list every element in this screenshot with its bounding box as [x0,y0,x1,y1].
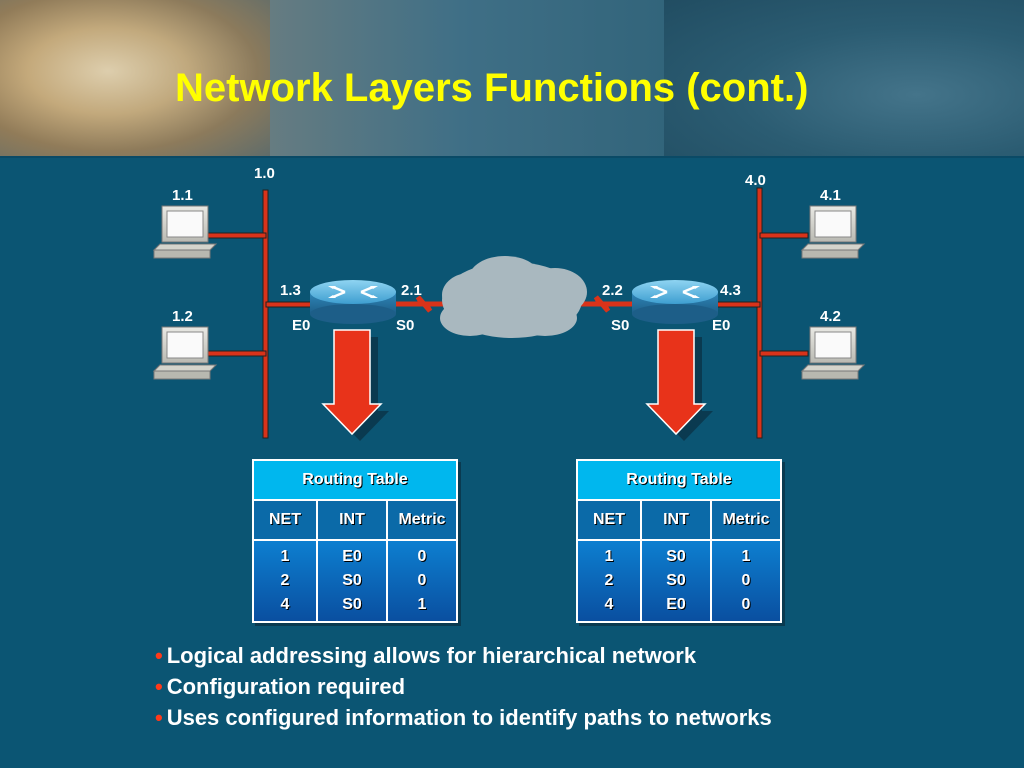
left-ethernet-segment [207,189,313,439]
routing-table-left: Routing Table NET 1 2 4 INT E0 S0 S0 Met… [252,459,458,623]
slide-title: Network Layers Functions (cont.) [175,66,809,110]
table-cell: 0 [417,548,427,565]
routing-table-title: Routing Table [578,461,780,499]
header-banner: Network Layers Functions (cont.) [0,0,1024,158]
right-ethernet-segment [714,187,809,439]
column-header-int: INT [642,501,710,539]
table-cell: E0 [342,548,362,565]
column-body-metric: 1 0 0 [712,541,780,621]
left-router-icon [310,280,396,324]
bullet-icon: • [155,643,163,668]
column-header-net: NET [254,501,316,539]
column-header-metric: Metric [712,501,780,539]
router-right-s-addr: 2.2 [602,282,623,299]
host-label-1-1: 1.1 [172,187,193,204]
right-router-icon [632,280,718,324]
table-cell: 2 [604,572,614,589]
table-cell: 1 [280,548,290,565]
table-cell: 1 [741,548,751,565]
column-metric: Metric 1 0 0 [712,501,780,621]
column-int: INT E0 S0 S0 [318,501,386,621]
column-net: NET 1 2 4 [254,501,316,621]
bullet-list: •Logical addressing allows for hierarchi… [155,640,772,733]
router-left-e-iface: E0 [292,317,310,334]
bullet-text: Configuration required [166,674,406,699]
router-left-s-iface: S0 [396,317,414,334]
bullet-text: Uses configured information to identify … [166,705,772,730]
host-pc-icon-1-1 [152,205,218,259]
host-pc-icon-4-2 [800,326,866,380]
host-label-4-1: 4.1 [820,187,841,204]
table-cell: 4 [604,596,614,613]
right-serial-link [576,295,632,313]
column-header-int: INT [318,501,386,539]
table-cell: S0 [342,596,362,613]
bullet-icon: • [155,705,163,730]
column-body-metric: 0 0 1 [388,541,456,621]
table-cell: 0 [741,572,751,589]
person-photo [0,0,270,158]
column-net: NET 1 2 4 [578,501,640,621]
banner-divider [0,156,1024,158]
list-item: •Configuration required [155,671,772,702]
host-label-4-2: 4.2 [820,308,841,325]
router-right-s-iface: S0 [611,317,629,334]
wan-cloud-icon [440,256,587,338]
network-label-4-0: 4.0 [745,172,766,189]
bullet-text: Logical addressing allows for hierarchic… [166,643,697,668]
host-pc-icon-4-1 [800,205,866,259]
router-right-e-iface: E0 [712,317,730,334]
laptop-photo [664,0,1024,158]
table-cell: 0 [741,596,751,613]
routing-table-right: Routing Table NET 1 2 4 INT S0 S0 E0 Met… [576,459,782,623]
table-cell: 0 [417,572,427,589]
bullet-icon: • [155,674,163,699]
host-label-1-2: 1.2 [172,308,193,325]
routing-table-title: Routing Table [254,461,456,499]
table-cell: 1 [604,548,614,565]
left-serial-link [396,295,448,313]
column-header-metric: Metric [388,501,456,539]
table-cell: 1 [417,596,427,613]
left-down-arrow-icon [321,329,389,441]
router-right-e-addr: 4.3 [720,282,741,299]
table-cell: S0 [666,548,686,565]
column-metric: Metric 0 0 1 [388,501,456,621]
right-down-arrow-icon [645,329,713,441]
column-header-net: NET [578,501,640,539]
table-cell: E0 [666,596,686,613]
list-item: •Uses configured information to identify… [155,702,772,733]
column-body-net: 1 2 4 [578,541,640,621]
host-pc-icon-1-2 [152,326,218,380]
network-label-1-0: 1.0 [254,165,275,182]
column-body-net: 1 2 4 [254,541,316,621]
router-left-s-addr: 2.1 [401,282,422,299]
column-body-int: E0 S0 S0 [318,541,386,621]
list-item: •Logical addressing allows for hierarchi… [155,640,772,671]
column-body-int: S0 S0 E0 [642,541,710,621]
table-cell: 2 [280,572,290,589]
table-cell: 4 [280,596,290,613]
table-cell: S0 [666,572,686,589]
column-int: INT S0 S0 E0 [642,501,710,621]
router-left-e-addr: 1.3 [280,282,301,299]
table-cell: S0 [342,572,362,589]
